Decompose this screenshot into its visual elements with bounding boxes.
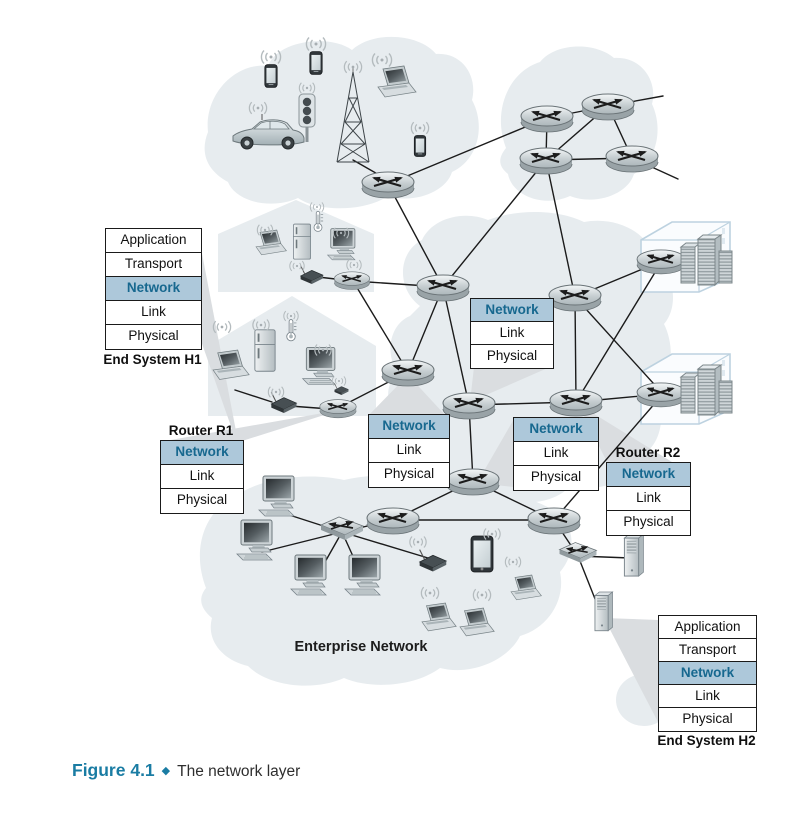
router-icon — [520, 148, 572, 174]
smartphone-icon — [264, 64, 278, 88]
protocol-stack-mid-left: Network Link Physical — [368, 414, 450, 488]
layer-network-highlighted: Network — [659, 662, 756, 685]
router-r1-icon — [320, 400, 356, 418]
stack-pointer-beams — [165, 243, 672, 722]
layer-transport: Transport — [659, 639, 756, 662]
layer-link: Link — [106, 301, 201, 325]
refrigerator-icon — [254, 329, 276, 372]
network-links — [234, 95, 679, 615]
protocol-stack-end-system-h2: Application Transport Network Link Physi… — [658, 615, 757, 732]
layer-network-highlighted: Network — [471, 299, 553, 322]
layer-link: Link — [607, 487, 690, 511]
layer-application: Application — [106, 229, 201, 253]
protocol-stack-end-system-h1: Application Transport Network Link Physi… — [105, 228, 202, 350]
router-icon — [606, 146, 658, 172]
layer-link: Link — [369, 439, 449, 463]
router-r2-icon — [550, 390, 602, 416]
layer-network-highlighted: Network — [106, 277, 201, 301]
stack-title-end-system-h1: End System H1 — [103, 352, 202, 367]
router-icon — [443, 393, 495, 419]
smartphone-icon — [413, 135, 427, 157]
router-icon — [362, 172, 414, 198]
stack-title-router-r2: Router R2 — [615, 445, 681, 460]
router-icon — [521, 106, 573, 132]
layer-physical: Physical — [471, 345, 553, 368]
figure-caption: Figure 4.1 ◆ The network layer — [72, 760, 300, 781]
layer-link: Link — [161, 465, 243, 489]
datacenter-router-icon — [637, 383, 685, 407]
layer-transport: Transport — [106, 253, 201, 277]
home-router-icon — [334, 272, 369, 290]
refrigerator-icon — [293, 223, 311, 260]
stack-title-end-system-h2: End System H2 — [657, 733, 756, 748]
smartphone-icon — [309, 51, 323, 75]
router-icon — [528, 508, 580, 534]
layer-link: Link — [659, 685, 756, 708]
enterprise-network-label: Enterprise Network — [294, 639, 428, 655]
server-tower-icon — [623, 533, 644, 577]
layer-link: Link — [514, 442, 598, 466]
protocol-stack-router-r1: Network Link Physical — [160, 440, 244, 514]
router-icon — [417, 275, 469, 301]
layer-physical: Physical — [106, 325, 201, 349]
router-icon — [447, 469, 499, 495]
server-h2-icon — [594, 591, 613, 632]
router-icon — [367, 508, 419, 534]
protocol-stack-mid-upper: Network Link Physical — [470, 298, 554, 369]
stack-title-router-r1: Router R1 — [168, 423, 234, 438]
layer-network-highlighted: Network — [369, 415, 449, 439]
layer-application: Application — [659, 616, 756, 639]
tablet-icon — [470, 535, 494, 573]
mobile-network-cloud — [204, 36, 479, 209]
layer-physical: Physical — [607, 511, 690, 535]
layer-network-highlighted: Network — [161, 441, 243, 465]
protocol-stack-mid-right: Network Link Physical — [513, 417, 599, 491]
home-network-2-house — [208, 296, 376, 416]
layer-physical: Physical — [369, 463, 449, 487]
layer-link: Link — [471, 322, 553, 345]
diamond-icon: ◆ — [161, 765, 171, 777]
layer-physical: Physical — [161, 489, 243, 513]
caption-text: The network layer — [177, 763, 301, 780]
caption-figure-number: Figure 4.1 — [72, 760, 155, 780]
protocol-stack-router-r2: Network Link Physical — [606, 462, 691, 536]
router-icon — [549, 285, 601, 311]
datacenter-router-icon — [637, 250, 685, 274]
layer-physical: Physical — [514, 466, 598, 490]
layer-physical: Physical — [659, 708, 756, 731]
router-icon — [582, 94, 634, 120]
router-icon — [382, 360, 434, 386]
layer-network-highlighted: Network — [607, 463, 690, 487]
layer-network-highlighted: Network — [514, 418, 598, 442]
